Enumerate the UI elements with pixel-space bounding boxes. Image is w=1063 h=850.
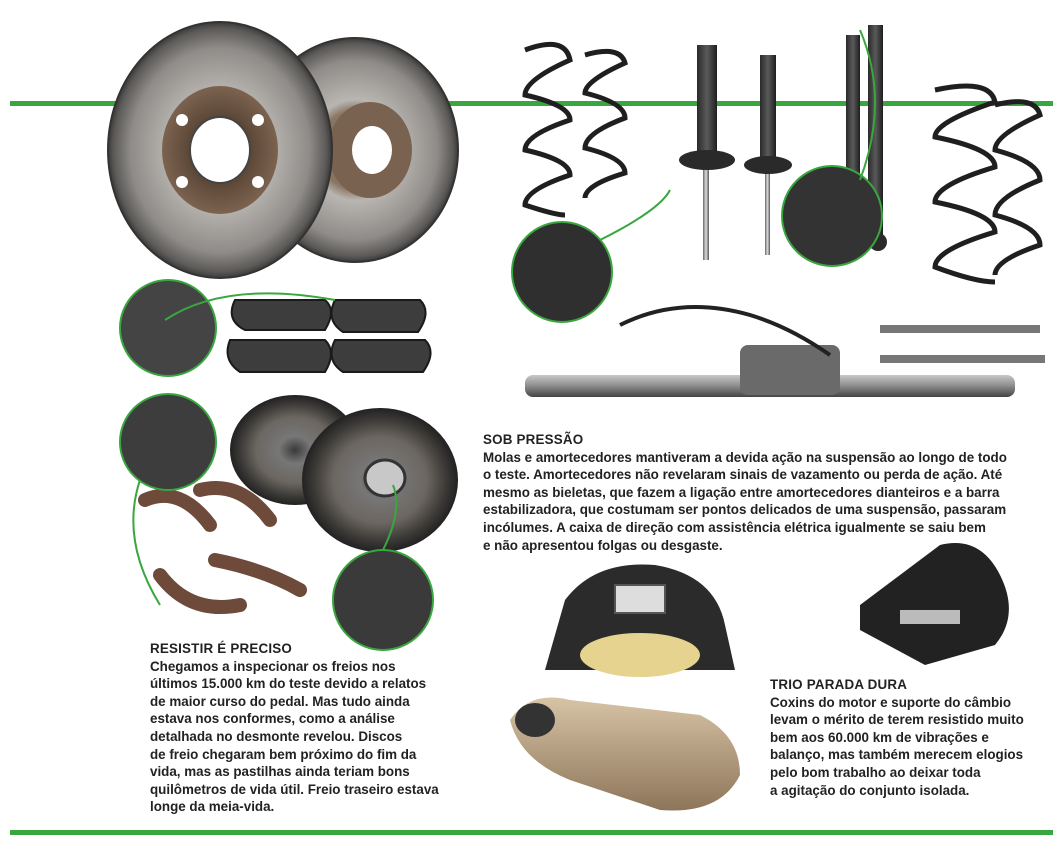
brakes-line: vida, mas as pastilhas ainda teriam bons [150,764,410,780]
suspension-line: Molas e amortecedores mantiveram a devid… [483,449,1007,465]
brakes-line: Chegamos a inspecionar os freios nos [150,658,396,674]
engine-mounts [510,543,1009,811]
brakes-line: quilômetros de vida útil. Freio traseiro… [150,781,439,797]
suspension-caption: SOB PRESSÃO Molas e amortecedores mantiv… [483,431,1051,554]
brake-shoes [138,481,307,614]
steering-rack [525,305,1045,397]
suspension-heading: SOB PRESSÃO [483,432,584,447]
brake-pads [226,299,432,373]
mounts-line: balanço, mas também merecem elogios [770,747,1024,763]
mounts-caption: TRIO PARADA DURA Coxins do motor e supor… [770,676,1045,799]
mounts-line: Coxins do motor e suporte do câmbio [770,694,1012,710]
mounts-line: levam o mérito de terem resistido muito [770,712,1024,728]
mounts-heading: TRIO PARADA DURA [770,677,908,692]
suspension-line: estabilizadora, que costumam ser pontos … [483,502,1007,518]
brakes-line: últimos 15.000 km do teste devido a rela… [150,676,427,692]
suspension-line: e não apresentou folgas ou desgaste. [483,537,723,553]
brake-drums [230,395,458,552]
suspension-line: mesmo as bieletas, que fazem a ligação e… [483,484,1000,500]
mounts-line: pelo bom trabalho ao deixar toda [770,764,981,780]
brakes-line: detalhada no desmonte revelou. Discos [150,728,403,744]
brake-discs [107,21,459,279]
brakes-heading: RESISTIR É PRECISO [150,641,292,656]
brakes-line: de freio chegaram bem próximo do fim da [150,746,417,762]
coil-springs [522,41,1043,285]
detail-callouts [119,29,883,651]
shock-absorbers [679,25,887,260]
suspension-line: o teste. Amortecedores não revelaram sin… [483,467,1003,483]
bottom-green-rule [10,830,1053,835]
brakes-line: estava nos conformes, como a análise [150,711,395,727]
suspension-line: incólumes. A caixa de direção com assist… [483,519,986,535]
mounts-line: a agitação do conjunto isolada. [770,782,970,798]
brakes-line: longe da meia-vida. [150,799,275,815]
brakes-caption: RESISTIR É PRECISO Chegamos a inspeciona… [150,640,470,816]
top-green-rule [10,101,1053,106]
mounts-line: bem aos 60.000 km de vibrações e [770,729,989,745]
brakes-line: de maior curso do pedal. Mas tudo ainda [150,693,410,709]
